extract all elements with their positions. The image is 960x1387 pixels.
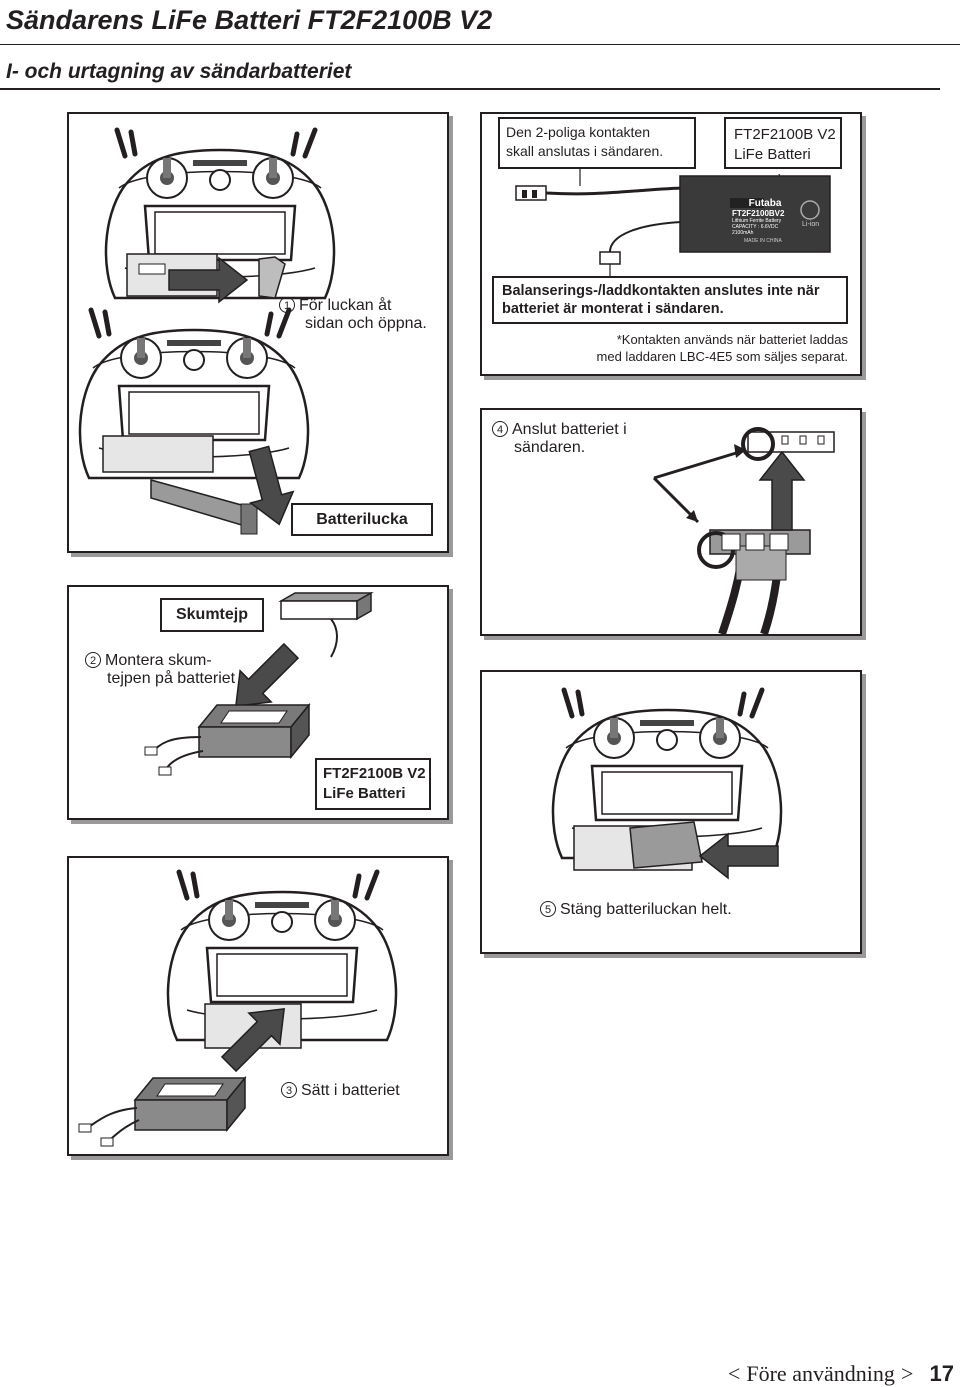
tape-battery xyxy=(198,704,310,758)
step1-number: 1 xyxy=(279,297,295,313)
page-number: 17 xyxy=(929,1361,954,1386)
battery-plug xyxy=(697,529,811,636)
made-in-china: MADE IN CHINA xyxy=(744,238,782,244)
transmitter-socket xyxy=(741,427,835,461)
battery-type: Lithium Ferrite Battery xyxy=(732,218,782,224)
open-cover-illustration xyxy=(69,114,447,535)
close-cover-illustration xyxy=(482,672,860,879)
tape-illustration xyxy=(144,591,374,776)
two-pin-connector xyxy=(515,185,683,201)
insert-illustration xyxy=(78,858,447,1147)
step3-number: 3 xyxy=(281,1082,297,1098)
battery-model: FT2F2100BV2 xyxy=(732,209,785,218)
step2-number: 2 xyxy=(85,652,101,668)
section-bracket-left: < xyxy=(727,1361,741,1386)
page-title: Sändarens LiFe Batteri FT2F2100B V2 xyxy=(6,5,493,35)
two-pin-note: Den 2-poliga kontakten skall anslutas i … xyxy=(498,117,696,169)
tape-battery-label: FT2F2100B V2 LiFe Batteri xyxy=(315,758,431,810)
balance-note: Balanserings-/laddkontakten anslutes int… xyxy=(492,276,848,324)
connect-illustration xyxy=(652,427,835,636)
battery-label-box: FT2F2100B V2 LiFe Batteri xyxy=(724,117,842,169)
section-name: Före användning xyxy=(746,1361,895,1386)
batterilucka-label: Batterilucka xyxy=(291,503,433,536)
subtitle-rule xyxy=(0,88,940,90)
insert-battery xyxy=(134,1077,246,1131)
battery-brand: Futaba xyxy=(748,198,782,209)
insert-plug-arrow xyxy=(759,451,805,531)
section-subtitle: I- och urtagning av sändarbatteriet xyxy=(6,60,352,83)
page-footer: < Före användning > 17 xyxy=(728,1361,954,1387)
battery-label-sticker: Futaba FT2F2100BV2 Lithium Ferrite Batte… xyxy=(732,198,798,236)
pointer-arrows xyxy=(652,444,747,524)
section-bracket-right: > xyxy=(900,1361,914,1386)
battery-capacity: CAPACITY : 6.6VDC 2100mAh xyxy=(732,224,779,236)
title-rule xyxy=(0,44,960,45)
panel-connector: Den 2-poliga kontakten skall anslutas i … xyxy=(480,112,862,376)
charger-note: *Kontakten används när batteriet laddas … xyxy=(596,332,848,364)
tape-label: Skumtejp xyxy=(160,598,264,632)
step5-number: 5 xyxy=(540,901,556,917)
li-ion-badge: Li-ion xyxy=(802,221,820,228)
step4-number: 4 xyxy=(492,421,508,437)
foam-tape xyxy=(278,591,374,658)
battery-door-removed xyxy=(102,435,258,535)
connector-illustration xyxy=(515,164,831,276)
